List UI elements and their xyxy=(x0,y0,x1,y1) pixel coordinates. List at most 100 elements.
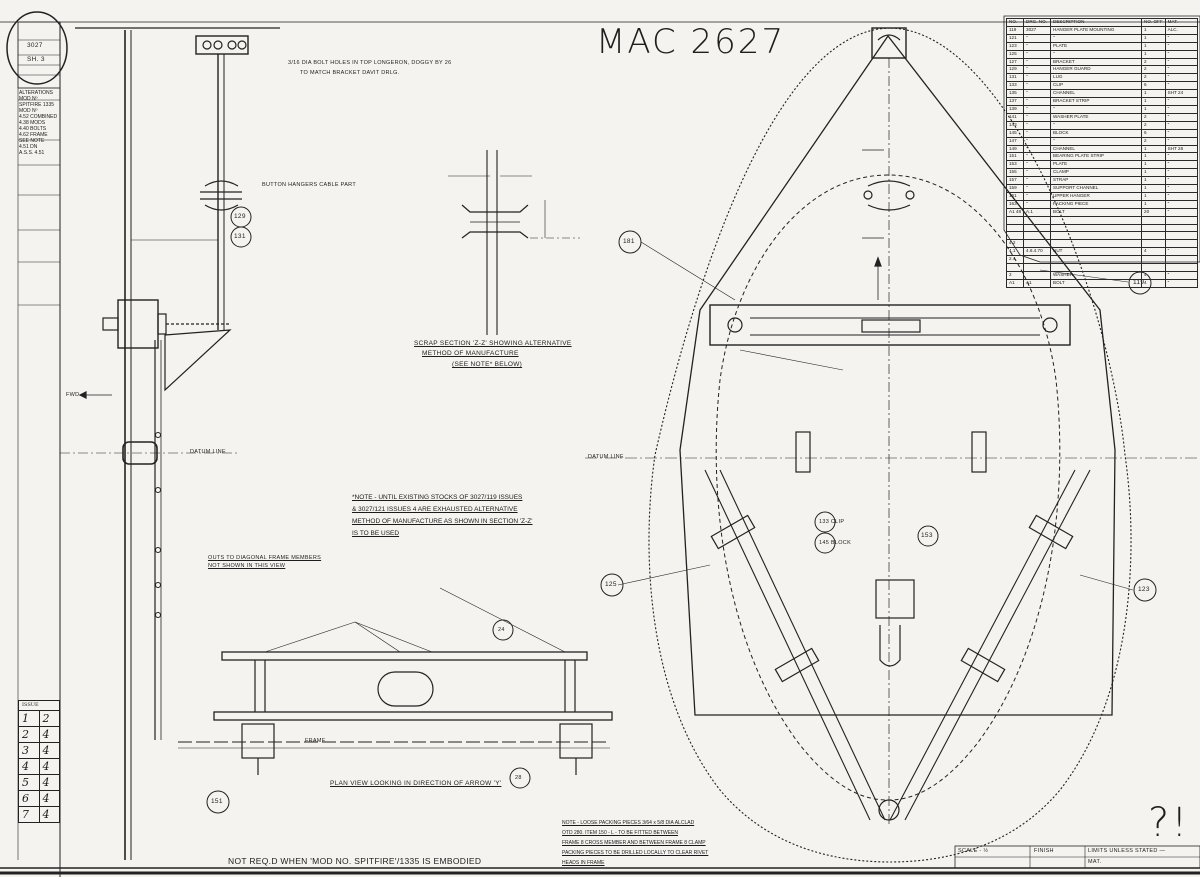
parts-list-cell xyxy=(1050,255,1143,265)
bolt-hole-note-2: TO MATCH BRACKET DAVIT DRLG. xyxy=(300,70,400,76)
issue-header: ISSUE xyxy=(18,700,60,711)
parts-list-cell: 159 xyxy=(1005,184,1025,193)
item-28: 28 xyxy=(515,775,522,781)
issue-number: 7 xyxy=(18,806,40,823)
col-header: NO. OFF xyxy=(1141,18,1166,27)
parts-list-cell: 2 xyxy=(1141,112,1166,122)
parts-list-cell: " xyxy=(1023,81,1052,91)
item-181: 181 xyxy=(623,238,635,245)
parts-list-cell xyxy=(1164,263,1199,272)
parts-list-cell: SHT 24 xyxy=(1164,89,1199,99)
parts-list-cell: 2.4 xyxy=(1005,255,1025,265)
scrap-section-note-ref: (SEE NOTE* BELOW) xyxy=(452,361,523,368)
parts-list-cell: 1 xyxy=(1141,144,1166,154)
parts-list-cell: " xyxy=(1164,104,1199,114)
parts-list-cell: CHANNEL xyxy=(1050,144,1143,154)
parts-list-cell xyxy=(1141,263,1166,272)
parts-list-cell: 4.6.4.70 xyxy=(1023,247,1052,257)
parts-list-cell: BOLT xyxy=(1050,278,1143,288)
parts-list-cell: " xyxy=(1164,278,1199,288)
issue-number: 1 xyxy=(18,710,40,727)
parts-list-row: 2.4 xyxy=(1005,255,1199,265)
item-131: 131 xyxy=(234,233,246,240)
parts-list-cell: " xyxy=(1023,33,1052,43)
parts-list-cell: PLATE xyxy=(1050,160,1143,170)
parts-list-row: 147""2" xyxy=(1005,136,1199,146)
item-145-block: 145 BLOCK xyxy=(819,540,852,546)
parts-list-cell: " xyxy=(1023,199,1052,209)
parts-list-cell: 143 xyxy=(1005,120,1025,130)
parts-list-cell: SUPPORT CHANNEL xyxy=(1050,184,1143,193)
alteration-line: MOD Nº xyxy=(19,96,38,102)
parts-list-cell: 2 xyxy=(1005,270,1025,280)
parts-list-table: NO. DRG. NO. DESCRIPTION NO. OFF MAT. 11… xyxy=(1005,18,1199,288)
parts-list-cell: 1 xyxy=(1141,41,1166,51)
parts-list-cell: 133 xyxy=(1005,81,1025,91)
item-24: 24 xyxy=(498,627,505,633)
parts-list-cell: WASHER xyxy=(1050,270,1143,280)
parts-list-cell: 137 xyxy=(1005,97,1025,106)
issue-value: 4 xyxy=(38,758,60,775)
parts-list-cell: " xyxy=(1164,112,1199,122)
parts-list-cell: " xyxy=(1164,97,1199,106)
parts-list-cell: " xyxy=(1023,89,1052,99)
scrap-section-title: SCRAP SECTION 'Z-Z' SHOWING ALTERNATIVE xyxy=(414,340,572,347)
parts-list-cell: " xyxy=(1023,97,1052,106)
issue-value: 4 xyxy=(38,726,60,743)
packing-note-line: HEADS IN FRAME xyxy=(562,860,605,866)
parts-list-cell: " xyxy=(1023,65,1052,75)
parts-list-row xyxy=(1005,223,1199,233)
parts-list-cell: " xyxy=(1023,168,1052,178)
parts-list-cell: " xyxy=(1023,176,1052,186)
parts-list-cell: UPPER HANGER xyxy=(1050,191,1143,201)
parts-list-cell xyxy=(1141,223,1166,233)
material-label: MAT. xyxy=(1088,859,1102,865)
stock-note: *NOTE - UNTIL EXISTING STOCKS OF 3027/11… xyxy=(352,492,533,540)
parts-list-cell xyxy=(1050,215,1143,225)
parts-list-cell: " xyxy=(1164,270,1199,280)
parts-list-cell: 1 xyxy=(1141,104,1166,114)
drawing-number-handwritten: MAC 2627 xyxy=(596,22,786,62)
parts-list-cell: " xyxy=(1164,57,1199,67)
alteration-line: 4.38 MODS xyxy=(19,120,46,126)
item-133-clip: 133 CLIP xyxy=(819,519,845,525)
parts-list-cell: 147 xyxy=(1005,136,1025,146)
parts-list-cell: 157 xyxy=(1005,176,1025,186)
frame-label: FRAME xyxy=(305,738,326,744)
parts-list-cell: 1 xyxy=(1141,191,1166,201)
parts-list-cell: 1 xyxy=(1141,25,1166,35)
alteration-line: SEE NOTE xyxy=(19,138,45,144)
parts-list-cell: CLAMP xyxy=(1050,168,1143,178)
parts-list-cell: BRACKET STRIP xyxy=(1050,97,1143,106)
parts-list-cell: 1 xyxy=(1141,89,1166,99)
parts-list-row: 125""1" xyxy=(1005,49,1199,59)
parts-list-cell: BRACKET xyxy=(1050,57,1143,67)
parts-list-cell: 127 xyxy=(1005,57,1025,67)
parts-list-cell: " xyxy=(1164,65,1199,75)
parts-list-cell xyxy=(1050,223,1143,233)
parts-list-cell: " xyxy=(1164,152,1199,162)
question-marks: ?! xyxy=(1148,800,1190,846)
parts-list-cell: 4.2 xyxy=(1005,239,1025,249)
parts-list-cell xyxy=(1023,270,1052,280)
parts-list-cell: " xyxy=(1164,120,1199,130)
plan-view-title: PLAN VIEW LOOKING IN DIRECTION OF ARROW … xyxy=(330,780,502,787)
issue-value: 4 xyxy=(38,774,60,791)
parts-list-cell: 139 xyxy=(1005,104,1025,114)
parts-list-cell: " xyxy=(1023,41,1052,51)
parts-list-cell: 1 xyxy=(1141,168,1166,178)
alteration-line: 4.52 COMBINED xyxy=(19,114,58,120)
parts-list-header: NO. DRG. NO. DESCRIPTION NO. OFF MAT. xyxy=(1005,18,1199,27)
parts-list-cell: " xyxy=(1164,49,1199,59)
parts-list-cell: BOLT xyxy=(1050,207,1143,217)
